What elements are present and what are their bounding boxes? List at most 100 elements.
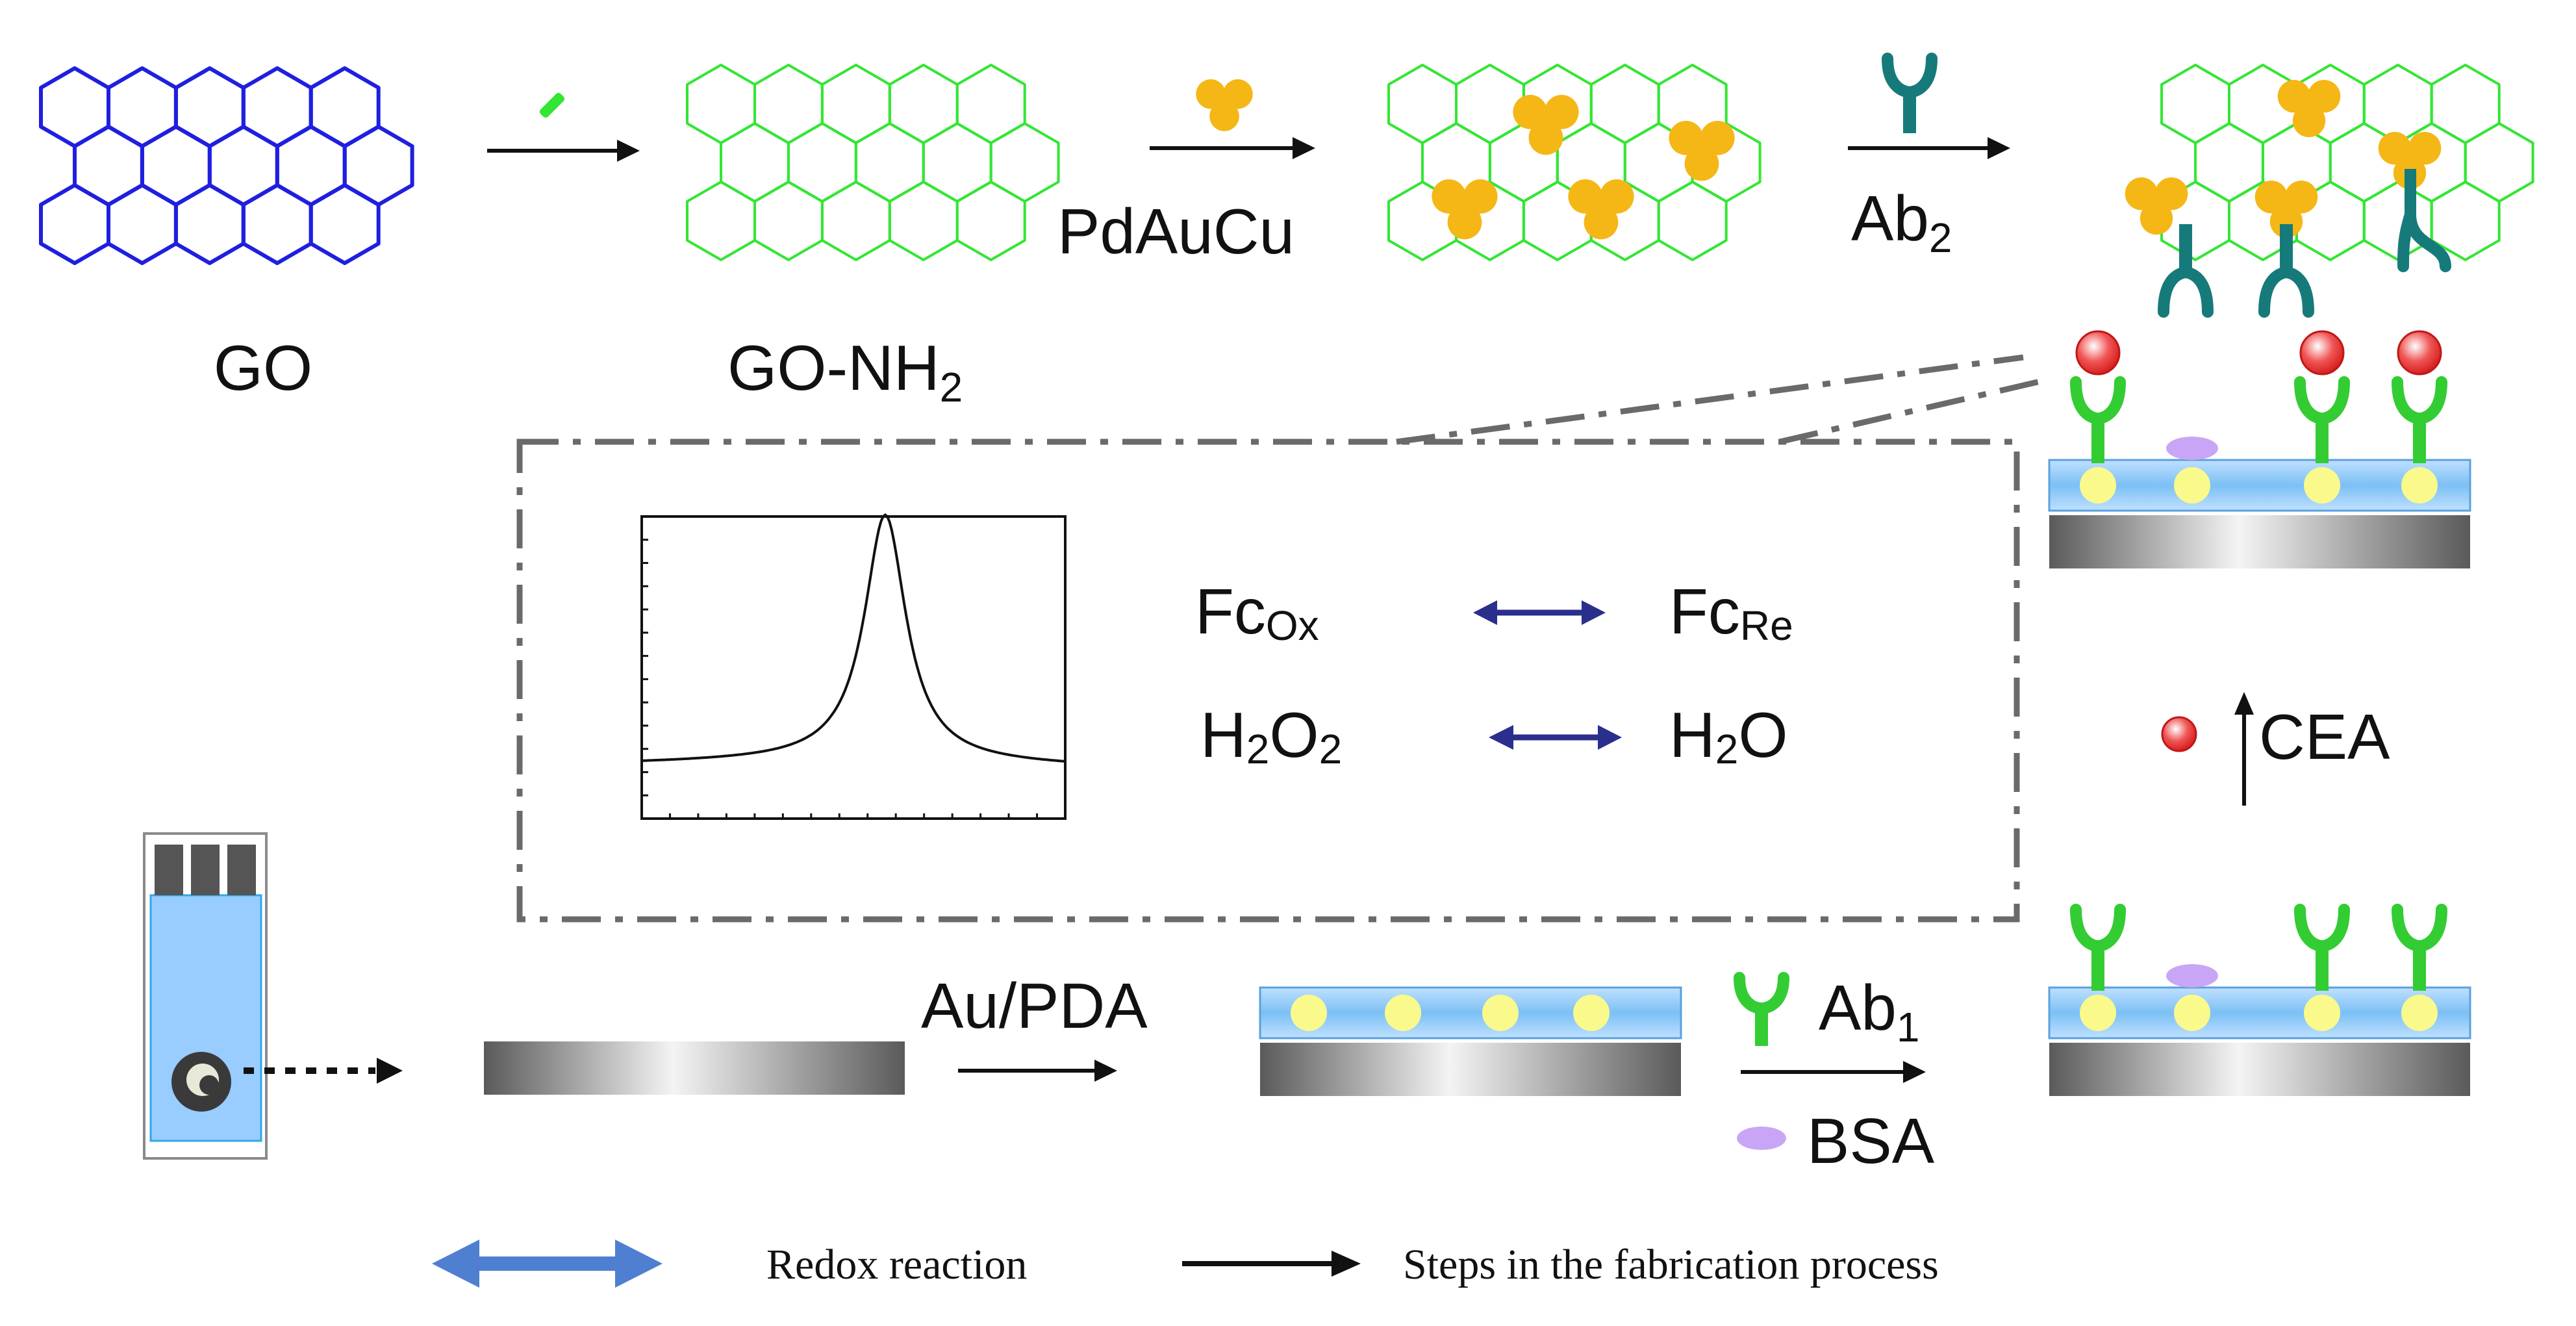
hexagon-cell xyxy=(2464,122,2534,203)
hexagon-cell xyxy=(2430,64,2501,144)
pda-film-layer xyxy=(2048,986,2471,1039)
antibody-icon xyxy=(2070,376,2126,463)
h2o-label: H2O xyxy=(1669,699,1788,772)
antibody-icon xyxy=(2392,376,2447,463)
hexagon-cell xyxy=(2430,181,2501,261)
go-sheet xyxy=(39,66,414,265)
hexagon-cell xyxy=(955,64,1026,144)
step-arrow-3 xyxy=(1848,137,2010,159)
au-nanoparticle xyxy=(2304,995,2340,1031)
cea-label: CEA xyxy=(2259,701,2390,772)
pdaucu-nanoparticle-icon xyxy=(1513,95,1579,155)
electrode-base xyxy=(2049,1043,2470,1096)
go-nh2-label: GO-NH2 xyxy=(727,332,963,411)
antibody-icon xyxy=(2397,169,2451,272)
au-nanoparticle xyxy=(1573,995,1610,1031)
pdaucu-nanoparticle-icon xyxy=(2378,132,2442,190)
au-nanoparticle xyxy=(2080,995,2116,1031)
go-label: GO xyxy=(214,332,312,403)
ab1-label: Ab1 xyxy=(1819,972,1919,1051)
step-arrow-1 xyxy=(487,140,640,162)
au-nanoparticle xyxy=(2174,467,2210,504)
legend-steps-text: Steps in the fabrication process xyxy=(1403,1241,1939,1288)
zoom-dotted-arrow xyxy=(244,1058,403,1084)
ab2-antibody-icon xyxy=(1882,53,1938,133)
pdaucu-nanoparticle-icon xyxy=(1568,179,1634,240)
pdaucu-nanoparticle-icon xyxy=(1196,79,1253,131)
au-nanoparticle xyxy=(1291,995,1327,1031)
hexagon-cell xyxy=(888,181,959,261)
redox-arrow-fc xyxy=(1473,600,1606,625)
electrode-base xyxy=(1260,1043,1681,1096)
hexagon-cell xyxy=(820,181,891,261)
hexagon-cell xyxy=(39,183,110,265)
au-nanoparticle xyxy=(2080,467,2116,504)
cea-sphere-icon xyxy=(2075,330,2121,376)
bsa-ellipse-icon xyxy=(2166,964,2218,988)
ab1-antibody-icon xyxy=(1734,972,1789,1046)
hexagon-cell xyxy=(1455,64,1525,144)
pdaucu-nanoparticle-icon xyxy=(1196,79,1253,131)
au-nanoparticle xyxy=(2304,467,2340,504)
au-nanoparticle xyxy=(2401,467,2438,504)
hexagon-cell xyxy=(107,183,178,265)
bottom-right-electrode xyxy=(2048,904,2471,1096)
pdaucu-label: PdAuCu xyxy=(1057,196,1294,267)
au-nanoparticle xyxy=(2174,995,2210,1031)
hexagon-cell xyxy=(686,181,756,261)
hexagon-cell xyxy=(2194,122,2264,203)
antibody-icon xyxy=(2070,904,2126,991)
bsa-ellipse-icon xyxy=(2166,437,2218,460)
hexagon-cell xyxy=(1589,64,1660,144)
legend: Redox reaction Steps in the fabrication … xyxy=(432,1240,1939,1288)
pdaucu-nanoparticle-icon xyxy=(2277,80,2341,138)
step-arrow-2 xyxy=(1150,137,1315,159)
antibody-icon xyxy=(1734,972,1789,1046)
middle-electrode xyxy=(1259,986,1682,1096)
bsa-ellipse-icon xyxy=(1737,1127,1786,1150)
zoom-callout xyxy=(516,354,2047,923)
fc-re-label: FcRe xyxy=(1669,576,1793,649)
pda-film-layer xyxy=(2048,459,2471,512)
pdaucu-nanoparticle-icon xyxy=(1432,179,1498,240)
hexagon-cell xyxy=(989,122,1060,203)
antibody-icon xyxy=(2158,224,2214,318)
redox-arrow-h2o2 xyxy=(1489,725,1622,750)
top-right-electrode xyxy=(2048,330,2471,568)
hexagon-cell xyxy=(686,64,756,144)
hexagon-cell xyxy=(2160,64,2230,144)
hexagon-cell xyxy=(1657,181,1728,261)
dpv-inset-plot xyxy=(640,513,1067,820)
fc-ox-label: FcOx xyxy=(1195,576,1319,649)
legend-redox-text: Redox reaction xyxy=(766,1241,1027,1288)
antibody-icon xyxy=(1882,53,1938,133)
hexagon-cell xyxy=(854,122,925,203)
au-nanoparticle xyxy=(1385,995,1421,1031)
antibody-icon xyxy=(2392,904,2447,991)
step-arrow-au-pda xyxy=(958,1060,1117,1082)
au-nanoparticle xyxy=(2401,995,2438,1031)
dpv-peak-curve xyxy=(641,513,1066,763)
nh2-linker-icon xyxy=(539,92,565,118)
hexagon-cell xyxy=(241,183,313,265)
hexagon-cell xyxy=(309,183,381,265)
screen-printed-electrode-icon xyxy=(143,832,268,1160)
go-nh2-sheet xyxy=(686,64,1060,261)
step-arrow-ab1-bsa xyxy=(1741,1061,1926,1083)
hexagon-cell xyxy=(820,64,891,144)
cea-sphere-icon xyxy=(2161,716,2197,752)
h2o2-label: H2O2 xyxy=(1200,699,1342,772)
pda-film-layer xyxy=(1259,986,1682,1039)
hexagon-cell xyxy=(888,64,959,144)
antibody-icon xyxy=(2294,376,2350,463)
steps-legend-arrow-icon xyxy=(1182,1251,1361,1277)
au-pda-label: Au/PDA xyxy=(921,970,1148,1041)
pdaucu-nanoparticle-icon xyxy=(2254,181,2318,238)
antibody-icon xyxy=(2294,904,2350,991)
hexagon-cell xyxy=(720,122,790,203)
antibody-icon xyxy=(2258,224,2314,318)
hexagon-cell xyxy=(1387,64,1458,144)
pdaucu-nanoparticle-icon xyxy=(1669,121,1735,181)
hexagon-cell xyxy=(955,181,1026,261)
